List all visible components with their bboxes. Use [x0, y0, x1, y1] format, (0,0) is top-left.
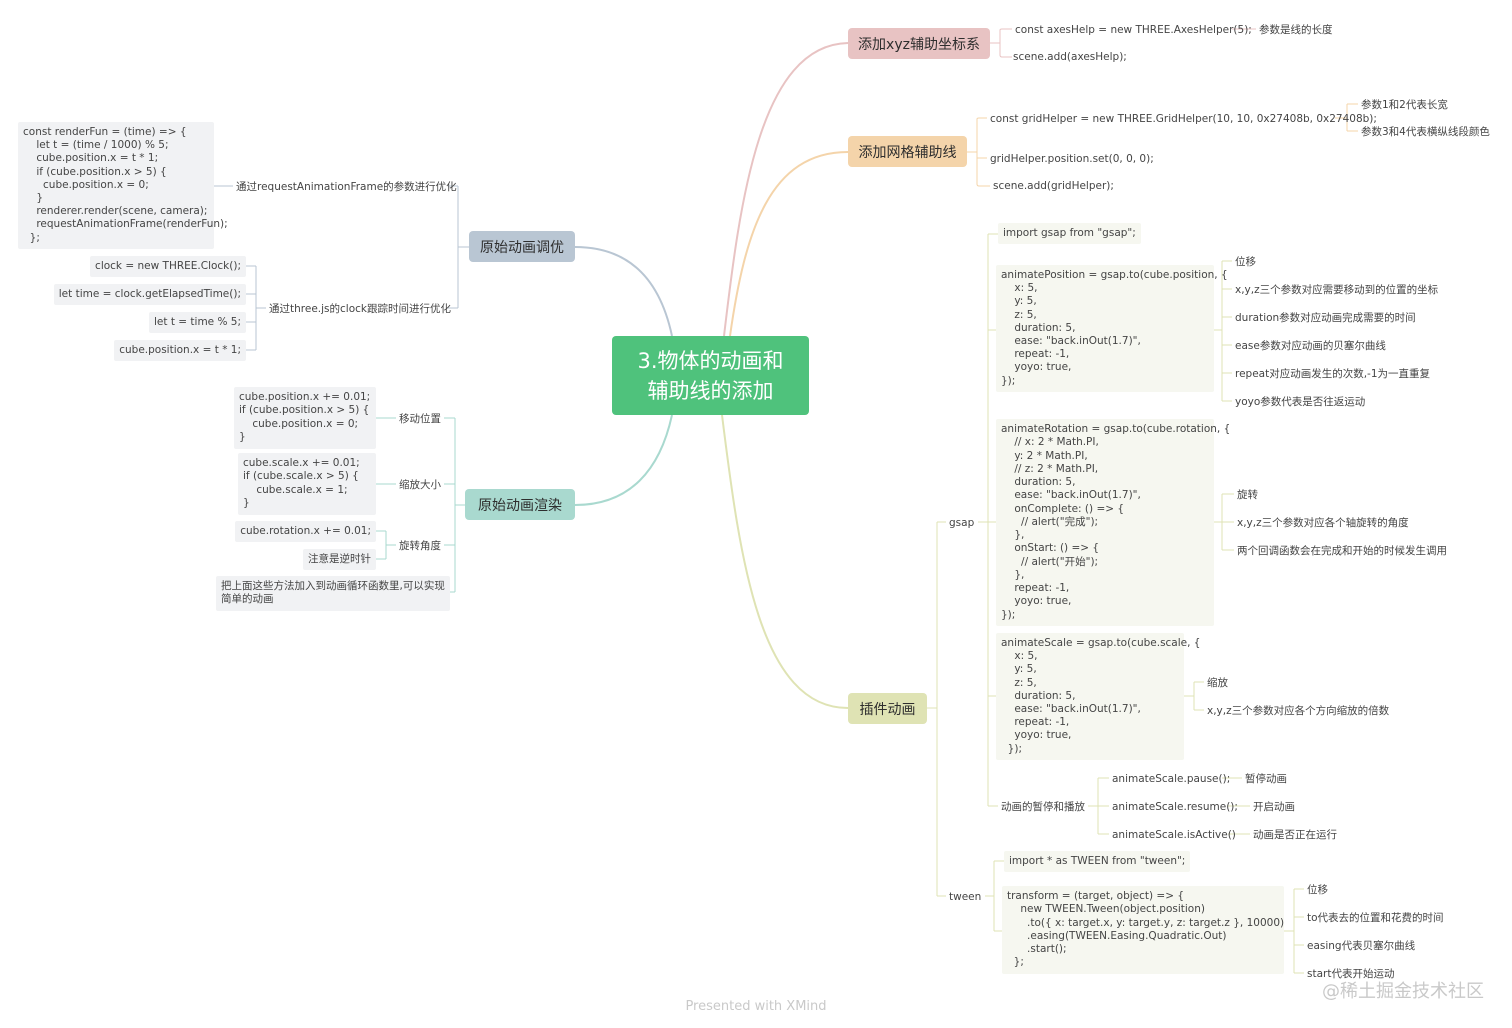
central-topic[interactable]: 3.物体的动画和 辅助线的添加 — [612, 336, 809, 415]
scale-note-1[interactable]: 缩放 — [1207, 677, 1228, 689]
isactive-code[interactable]: animateScale.isActive() — [1112, 829, 1236, 841]
grid-code-1[interactable]: const gridHelper = new THREE.GridHelper(… — [990, 113, 1377, 125]
central-topic-line2: 辅助线的添加 — [647, 378, 774, 403]
watermark: @稀土掘金技术社区 — [1322, 981, 1484, 1002]
clock-code-3[interactable]: let t = time % 5; — [148, 312, 246, 334]
rotate-code[interactable]: cube.rotation.x += 0.01; — [235, 521, 376, 543]
clock-code-2[interactable]: let time = clock.getElapsedTime(); — [53, 284, 246, 306]
topic-grid-helper[interactable]: 添加网格辅助线 — [848, 136, 967, 167]
footer-credit: Presented with XMind — [685, 999, 827, 1014]
gsap-label[interactable]: gsap — [949, 517, 975, 529]
rot-note-3[interactable]: 两个回调函数会在完成和开始的时候发生调用 — [1237, 545, 1447, 557]
resume-code[interactable]: animateScale.resume(); — [1112, 801, 1238, 813]
pause-code[interactable]: animateScale.pause(); — [1112, 773, 1231, 785]
axes-code-2[interactable]: scene.add(axesHelp); — [1013, 51, 1127, 63]
clock-code-1[interactable]: clock = new THREE.Clock(); — [90, 256, 246, 278]
gsap-import[interactable]: import gsap from "gsap"; — [998, 223, 1141, 245]
render-summary[interactable]: 把上面这些方法加入到动画循环函数里,可以实现 简单的动画 — [216, 576, 450, 611]
clock-optimize-label[interactable]: 通过three.js的clock跟踪时间进行优化 — [269, 303, 451, 315]
pos-note-1[interactable]: 位移 — [1235, 256, 1256, 268]
pause-play-label[interactable]: 动画的暂停和播放 — [1001, 801, 1085, 813]
raf-optimize-label[interactable]: 通过requestAnimationFrame的参数进行优化 — [236, 181, 457, 193]
rot-note-2[interactable]: x,y,z三个参数对应各个轴旋转的角度 — [1237, 517, 1409, 529]
axes-note[interactable]: 参数是线的长度 — [1259, 24, 1333, 36]
grid-code-2[interactable]: gridHelper.position.set(0, 0, 0); — [990, 153, 1154, 165]
gsap-position-code[interactable]: animatePosition = gsap.to(cube.position,… — [996, 265, 1228, 392]
rotate-note[interactable]: 注意是逆时针 — [303, 549, 376, 571]
isactive-note[interactable]: 动画是否正在运行 — [1253, 829, 1337, 841]
pause-note[interactable]: 暂停动画 — [1245, 773, 1287, 785]
clock-code-4[interactable]: cube.position.x = t * 1; — [114, 340, 246, 362]
grid-code-3[interactable]: scene.add(gridHelper); — [993, 180, 1114, 192]
tween-code-block[interactable]: transform = (target, object) => { new TW… — [1002, 886, 1284, 974]
tween-label[interactable]: tween — [949, 891, 982, 903]
resume-note[interactable]: 开启动画 — [1253, 801, 1295, 813]
raf-code-block[interactable]: const renderFun = (time) => { let t = (t… — [18, 122, 228, 249]
axes-code-1[interactable]: const axesHelp = new THREE.AxesHelper(5)… — [1015, 24, 1252, 36]
scale-note-2[interactable]: x,y,z三个参数对应各个方向缩放的倍数 — [1207, 705, 1390, 717]
pos-note-5[interactable]: repeat对应动画发生的次数,-1为一直重复 — [1235, 368, 1431, 380]
scale-code-block[interactable]: cube.scale.x += 0.01; if (cube.scale.x >… — [238, 453, 376, 515]
topic-plugin-animation[interactable]: 插件动画 — [848, 693, 927, 724]
gsap-rotation-code[interactable]: animateRotation = gsap.to(cube.rotation,… — [996, 419, 1230, 626]
move-label[interactable]: 移动位置 — [399, 413, 441, 425]
rotate-label[interactable]: 旋转角度 — [399, 540, 441, 552]
topic-animation-optimize[interactable]: 原始动画调优 — [469, 231, 575, 262]
topic-axes-helper[interactable]: 添加xyz辅助坐标系 — [848, 28, 990, 59]
pos-note-3[interactable]: duration参数对应动画完成需要的时间 — [1235, 312, 1416, 324]
grid-note-2[interactable]: 参数3和4代表横纵线段颜色 — [1361, 126, 1490, 138]
tween-note-1[interactable]: 位移 — [1307, 884, 1328, 896]
topic-animation-render[interactable]: 原始动画渲染 — [465, 489, 575, 520]
pos-note-4[interactable]: ease参数对应动画的贝塞尔曲线 — [1235, 340, 1386, 352]
tween-import[interactable]: import * as TWEEN from "tween"; — [1004, 851, 1191, 873]
pos-note-2[interactable]: x,y,z三个参数对应需要移动到的位置的坐标 — [1235, 284, 1439, 296]
tween-note-2[interactable]: to代表去的位置和花费的时间 — [1307, 912, 1444, 924]
tween-note-4[interactable]: start代表开始运动 — [1307, 968, 1395, 980]
move-code-block[interactable]: cube.position.x += 0.01; if (cube.positi… — [234, 387, 376, 449]
central-topic-line1: 3.物体的动画和 — [637, 348, 784, 373]
pos-note-6[interactable]: yoyo参数代表是否往返运动 — [1235, 396, 1366, 408]
grid-note-1[interactable]: 参数1和2代表长宽 — [1361, 99, 1448, 111]
rot-note-1[interactable]: 旋转 — [1237, 489, 1258, 501]
scale-label[interactable]: 缩放大小 — [399, 479, 441, 491]
tween-note-3[interactable]: easing代表贝塞尔曲线 — [1307, 940, 1416, 952]
gsap-scale-code[interactable]: animateScale = gsap.to(cube.scale, { x: … — [996, 633, 1200, 760]
